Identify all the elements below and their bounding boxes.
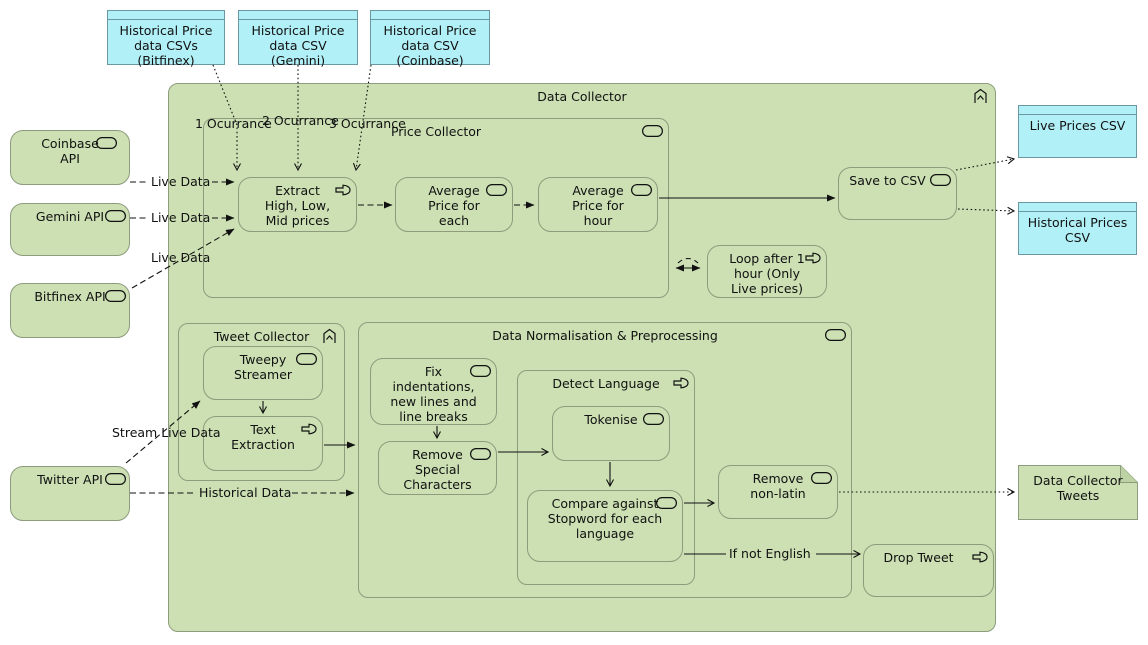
- application-service-icon: [811, 472, 832, 484]
- element-bitfinex-api[interactable]: Bitfinex API: [10, 283, 130, 338]
- element-save-to-csv[interactable]: Save to CSV: [838, 167, 957, 220]
- edge-label-live-data-2[interactable]: Live Data: [151, 210, 211, 225]
- element-label: Gemini API: [35, 209, 105, 224]
- application-service-icon: [643, 413, 664, 425]
- application-service-icon: [825, 329, 846, 341]
- element-label: Remove Special Characters: [403, 447, 472, 492]
- object-live-prices-csv[interactable]: Live Prices CSV: [1018, 105, 1137, 158]
- pennant-icon: [974, 88, 987, 103]
- group-title: Data Collector: [537, 89, 627, 104]
- object-header-band: [239, 11, 357, 20]
- application-service-icon: [930, 174, 951, 186]
- element-label: Average Price for hour: [572, 183, 624, 228]
- edge-label-historical-data[interactable]: Historical Data: [199, 485, 292, 500]
- group-title: Tweet Collector: [213, 329, 310, 344]
- edge-label-occurrence-2[interactable]: 2 Ocurrance: [262, 113, 339, 128]
- edge-twitter-stream-live-data[interactable]: [125, 400, 201, 464]
- application-service-icon: [296, 353, 317, 365]
- element-drop-tweet[interactable]: Drop Tweet: [863, 544, 994, 597]
- note-shape: [1018, 465, 1138, 520]
- application-service-icon: [105, 210, 126, 222]
- application-service-icon: [486, 184, 507, 196]
- element-label: Drop Tweet: [883, 550, 954, 565]
- element-text-extraction[interactable]: Text Extraction: [203, 416, 323, 471]
- object-historical-price-csv-bitfinex[interactable]: Historical Price data CSVs (Bitfinex): [107, 10, 225, 68]
- object-label: Historical Prices CSV: [1027, 215, 1128, 245]
- object-historical-prices-csv[interactable]: Historical Prices CSV: [1018, 202, 1137, 255]
- object-historical-price-csv-coinbase[interactable]: Historical Price data CSV (Coinbase): [370, 10, 490, 68]
- element-gemini-api[interactable]: Gemini API: [10, 203, 130, 256]
- note-label: Data Collector Tweets: [1033, 473, 1123, 503]
- application-service-icon: [470, 365, 491, 377]
- element-label: Coinbase API: [41, 136, 99, 166]
- edge-label-occurrence-1[interactable]: 1 Ocurrance: [195, 116, 272, 131]
- element-fix-indentations[interactable]: Fix indentations, new lines and line bre…: [370, 358, 497, 425]
- application-process-icon: [805, 252, 821, 264]
- application-service-icon: [105, 473, 126, 485]
- object-historical-price-csv-gemini[interactable]: Historical Price data CSV (Gemini): [238, 10, 358, 68]
- application-process-icon: [335, 184, 351, 196]
- object-label: Historical Price data CSV (Gemini): [251, 23, 345, 68]
- group-title: Price Collector: [390, 124, 482, 139]
- element-label: Remove non-latin: [750, 471, 806, 501]
- application-process-icon: [972, 551, 988, 563]
- element-tokenise[interactable]: Tokenise: [552, 406, 670, 461]
- element-label: Tokenise: [584, 412, 638, 427]
- application-service-icon: [470, 448, 491, 460]
- edge-loop-arc[interactable]: [677, 257, 699, 264]
- element-compare-stopword[interactable]: Compare against Stopword for each langua…: [527, 490, 683, 562]
- edge-label-live-data-1[interactable]: Live Data: [151, 174, 211, 189]
- object-header-band: [1019, 106, 1136, 115]
- element-extract-prices[interactable]: Extract High, Low, Mid prices: [238, 177, 357, 232]
- object-header-band: [108, 11, 224, 20]
- element-label: Average Price for each: [428, 183, 480, 228]
- application-service-icon: [656, 497, 677, 509]
- object-label: Live Prices CSV: [1029, 118, 1126, 133]
- element-label: Bitfinex API: [34, 289, 106, 304]
- element-tweepy-streamer[interactable]: Tweepy Streamer: [203, 346, 323, 400]
- edge-label-stream-live-data[interactable]: Stream Live Data: [112, 425, 221, 440]
- application-service-icon: [105, 290, 126, 302]
- edge-bitfinex-live-data[interactable]: [131, 228, 235, 289]
- element-label: Extract High, Low, Mid prices: [264, 183, 331, 228]
- object-label: Historical Price data CSVs (Bitfinex): [119, 23, 213, 68]
- edge-label-occurrence-3[interactable]: 3 Ocurrance: [329, 116, 406, 131]
- note-data-collector-tweets[interactable]: Data Collector Tweets: [1018, 465, 1138, 520]
- group-title: Detect Language: [552, 376, 660, 391]
- edge-label-live-data-3[interactable]: Live Data: [151, 250, 211, 265]
- application-service-icon: [642, 125, 663, 137]
- object-header-band: [1019, 203, 1136, 212]
- edge-bitfinex-csv-occurrence[interactable]: [212, 64, 241, 172]
- pennant-icon: [323, 328, 336, 343]
- element-label: Twitter API: [37, 472, 103, 487]
- element-average-price-each[interactable]: Average Price for each: [395, 177, 513, 232]
- object-header-band: [371, 11, 489, 20]
- application-process-icon: [673, 377, 689, 389]
- edge-save-to-live-prices-csv[interactable]: [955, 156, 1016, 171]
- element-twitter-api[interactable]: Twitter API: [10, 466, 130, 521]
- element-label: Fix indentations, new lines and line bre…: [390, 364, 477, 424]
- element-label: Loop after 1 hour (Only Live prices): [729, 251, 805, 296]
- application-process-icon: [301, 423, 317, 435]
- edge-coinbase-csv-occurrence[interactable]: [352, 64, 372, 172]
- element-remove-non-latin[interactable]: Remove non-latin: [718, 465, 838, 519]
- element-coinbase-api[interactable]: Coinbase API: [10, 130, 130, 185]
- element-label: Text Extraction: [231, 422, 295, 452]
- element-average-price-hour[interactable]: Average Price for hour: [538, 177, 658, 232]
- element-label: Tweepy Streamer: [233, 352, 293, 382]
- edge-save-to-historical-prices-csv[interactable]: [957, 206, 1016, 215]
- element-remove-special-chars[interactable]: Remove Special Characters: [378, 441, 497, 495]
- application-service-icon: [96, 137, 117, 149]
- element-label: Compare against Stopword for each langua…: [547, 496, 663, 541]
- edge-label-if-not-english[interactable]: If not English: [729, 546, 811, 561]
- element-label: Save to CSV: [849, 173, 926, 188]
- object-label: Historical Price data CSV (Coinbase): [383, 23, 477, 68]
- element-loop-after-hour[interactable]: Loop after 1 hour (Only Live prices): [707, 245, 827, 298]
- group-title: Data Normalisation & Preprocessing: [492, 328, 718, 343]
- application-service-icon: [631, 184, 652, 196]
